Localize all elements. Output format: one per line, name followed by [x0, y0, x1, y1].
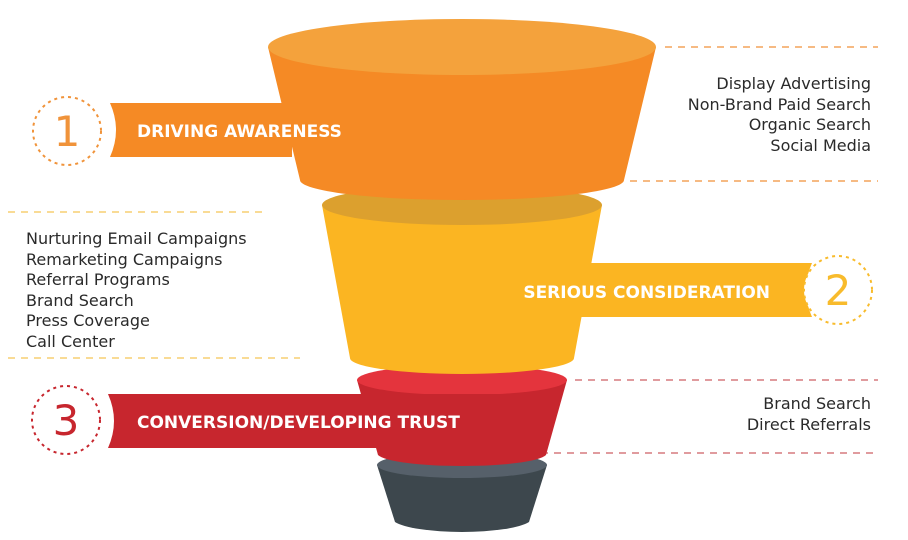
number-circle-icon [31, 385, 101, 455]
tactic-item: Social Media [770, 135, 871, 155]
stage-1-label: DRIVING AWARENESS [137, 122, 342, 142]
stage-2-label: SERIOUS CONSIDERATION [523, 283, 770, 303]
tactic-item: Nurturing Email Campaigns [26, 229, 247, 248]
funnel-segment-1 [268, 19, 656, 200]
tactic-item: Call Center [26, 331, 115, 351]
stage-1-number-badge: 1 [32, 96, 102, 166]
stage-3-number-badge: 3 [31, 385, 101, 455]
tactic-item: Organic Search [748, 115, 871, 134]
stage-1-banner: DRIVING AWARENESS [110, 103, 342, 157]
stage-2-banner: SERIOUS CONSIDERATION [460, 263, 812, 317]
stage-2-number: 2 [825, 266, 852, 315]
stage-3-label: CONVERSION/DEVELOPING TRUST [137, 413, 460, 433]
guide-lines [8, 46, 878, 454]
stage-2-tactics: Nurturing Email Campaigns Remarketing Ca… [26, 229, 247, 352]
tactic-item: Referral Programs [26, 270, 170, 289]
stage-2-number-badge: 2 [803, 255, 873, 325]
stage-3-number: 3 [53, 396, 80, 445]
stage-1-tactics: Display Advertising Non-Brand Paid Searc… [688, 74, 871, 156]
tactic-item: Press Coverage [26, 311, 150, 330]
stage-1-number: 1 [54, 107, 81, 156]
tactic-item: Direct Referrals [746, 414, 871, 434]
number-circle-icon [32, 96, 102, 166]
tactic-item: Display Advertising [716, 74, 871, 93]
tactic-item: Non-Brand Paid Search [687, 94, 871, 114]
stage-3-tactics: Brand Search Direct Referrals [747, 394, 871, 435]
tactic-item: Brand Search [26, 290, 134, 310]
stage-3-banner: CONVERSION/DEVELOPING TRUST [108, 394, 508, 448]
tactic-item: Brand Search [763, 394, 871, 413]
number-circle-icon [803, 255, 873, 325]
tactic-item: Remarketing Campaigns [26, 249, 223, 269]
